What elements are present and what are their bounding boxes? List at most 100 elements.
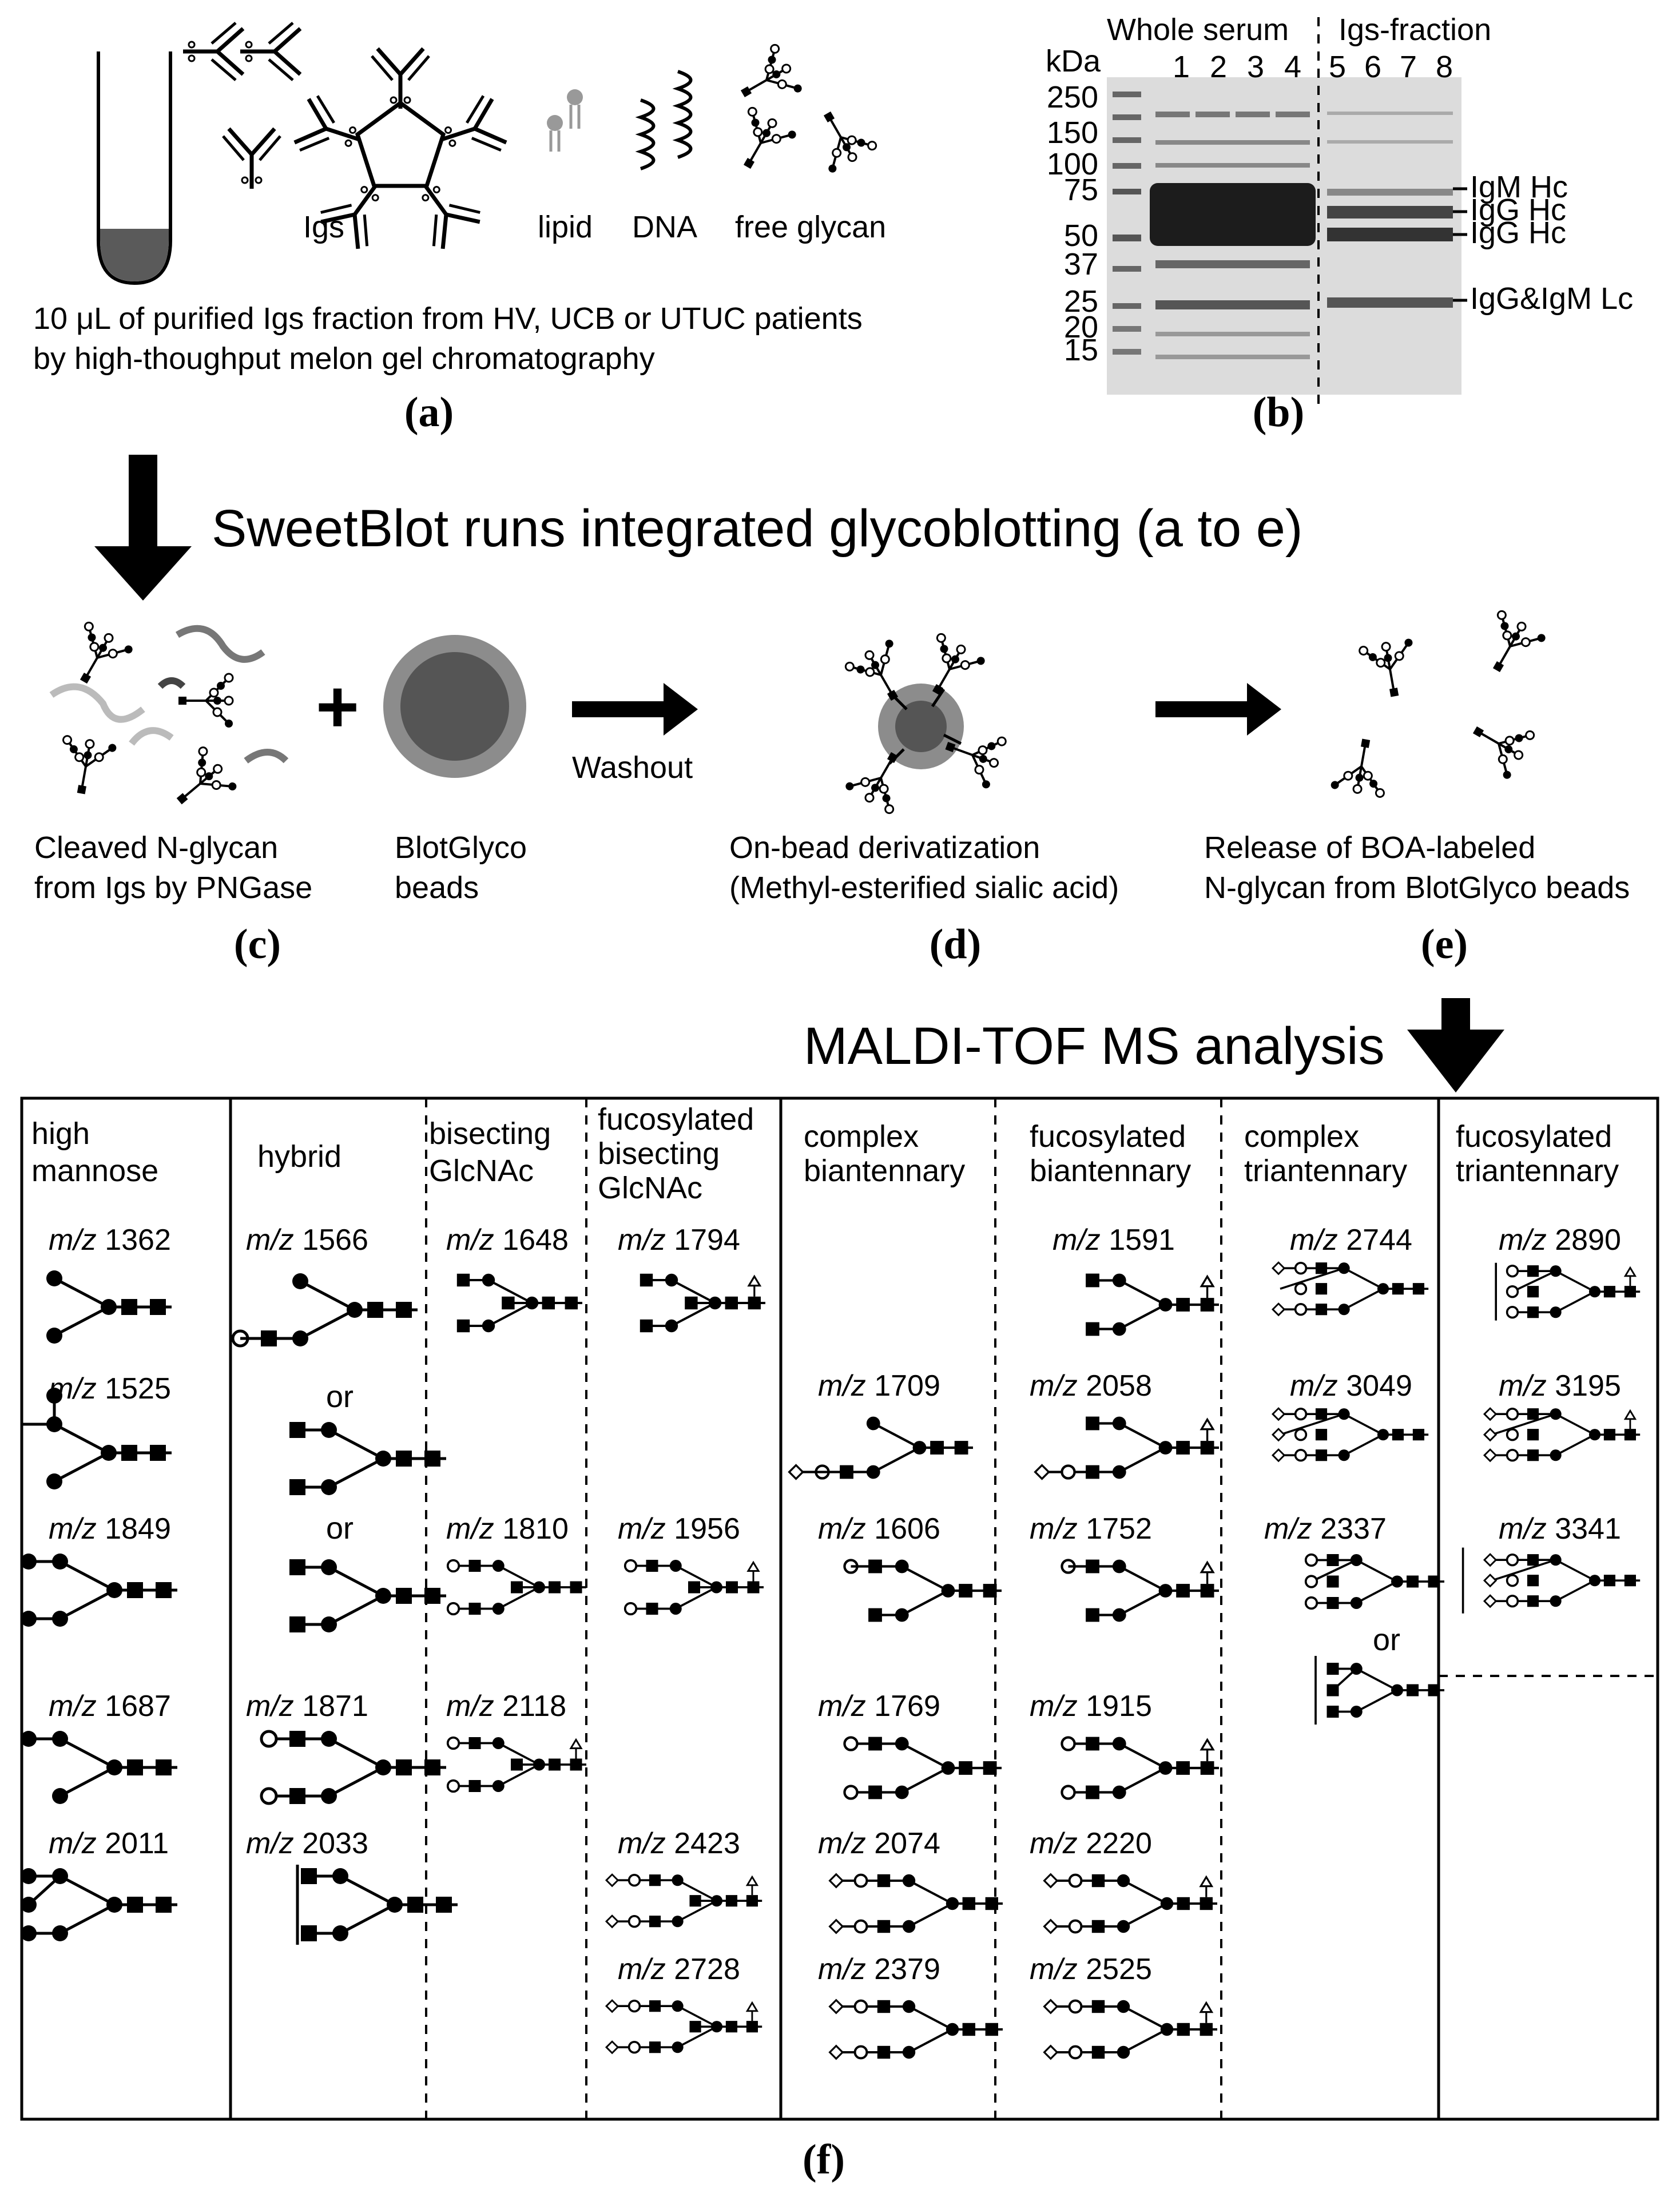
mz-entry: m/z 3341: [1499, 1512, 1621, 1546]
mz-entry: m/z 2074: [818, 1827, 940, 1860]
glycan-structure: [296, 1865, 458, 1945]
glycan-structure: [1044, 1874, 1217, 1933]
panel-c: + Washout Cleaved N-glycan from Igs by P…: [34, 619, 698, 968]
glycan-structure: [1061, 1560, 1219, 1622]
glycan-structure: [606, 2000, 762, 2053]
lane-numbers: 1 2 3 4 5 6 7 8: [1173, 50, 1453, 84]
igs-label: Igs: [303, 210, 344, 244]
mz-entry: m/z 2423: [618, 1827, 740, 1860]
band-igg-hc-1: IgG Hc: [1470, 193, 1566, 227]
marker-labels: 250 150 100 75 50 37 25 20 15: [1047, 80, 1098, 367]
blotglyco-bead-icon: [383, 635, 526, 778]
mz-entry: m/z 2058: [1030, 1369, 1152, 1403]
mz-entry: m/z 2220: [1030, 1827, 1152, 1860]
lane-4: 4: [1284, 50, 1301, 84]
col-fuc-tri-1: fucosylated: [1456, 1119, 1612, 1154]
marker-75: 75: [1064, 173, 1098, 207]
col-bisecting-entries: m/z 1648 m/z 1810 m/z 2118: [446, 1223, 586, 1792]
panel-b-label: (b): [1253, 389, 1304, 436]
panel-e-label: (e): [1421, 921, 1468, 968]
mz-entry: m/z 1525: [49, 1372, 171, 1405]
mz-entry: m/z 1606: [818, 1512, 940, 1546]
washout-label: Washout: [572, 750, 693, 785]
mz-entry: m/z 1648: [446, 1223, 569, 1257]
marker-50: 50: [1064, 218, 1098, 253]
or-label: or: [326, 1380, 354, 1414]
panel-c-caption-left-1: Cleaved N-glycan: [34, 831, 278, 865]
panel-e-caption-1: Release of BOA-labeled: [1204, 831, 1535, 865]
mz-entry: m/z 2033: [246, 1827, 368, 1860]
plus-sign: +: [316, 665, 359, 748]
panel-a-caption-line1: 10 μL of purified Igs fraction from HV, …: [33, 301, 863, 336]
glycan-structure: [231, 1273, 418, 1346]
glycan-structure: [289, 1559, 446, 1632]
panel-e: Release of BOA-labeled N-glycan from Blo…: [1204, 608, 1630, 968]
mz-entry: m/z 1769: [818, 1690, 940, 1723]
mz-entry: m/z 2728: [618, 1953, 740, 1986]
glycan-table-frame: [20, 1096, 1659, 2121]
col-complex-tri-2: triantennary: [1244, 1154, 1407, 1188]
col-fuc-bisecting-1: fucosylated: [598, 1102, 754, 1137]
col-high-mannose-1: high: [31, 1117, 90, 1151]
dna-helix-icon: [635, 70, 693, 170]
band-igg-hc-2: IgG Hc: [1470, 216, 1566, 250]
panel-a: Igs lipid DNA free glycan 10 μL of purif…: [33, 23, 886, 436]
glycan-structure: [788, 1417, 973, 1480]
mz-entry: m/z 2337: [1264, 1512, 1387, 1546]
cleaved-glycan-cluster: [49, 619, 289, 823]
glycan-structure: [1483, 1408, 1640, 1461]
panel-c-caption-right-1: BlotGlyco: [395, 831, 527, 865]
dna-label: DNA: [632, 210, 697, 244]
mz-entry: m/z 1810: [446, 1512, 569, 1546]
glycan-structure: [1461, 1547, 1641, 1614]
glycan-structure: [1495, 1262, 1640, 1321]
mz-entry: m/z 1591: [1053, 1223, 1175, 1257]
mz-entry: m/z 2118: [446, 1690, 566, 1723]
band-igm-hc: IgM Hc: [1470, 170, 1568, 204]
marker-250: 250: [1047, 80, 1098, 114]
panel-f: high mannose hybrid bisecting GlcNAc fuc…: [20, 1096, 1659, 2183]
down-arrow-icon: [1407, 998, 1504, 1092]
or-label: or: [1373, 1623, 1400, 1657]
mz-entry: m/z 1752: [1030, 1512, 1152, 1546]
glycan-structure: [843, 1560, 1002, 1622]
glycan-structure: [1062, 1737, 1219, 1799]
glycan-structure: [21, 1554, 177, 1627]
panel-b: kDa 250 150 100 75 50 37 25 20 15 Whole …: [1046, 13, 1633, 436]
glycan-structure: [457, 1274, 582, 1332]
band-igg-igm-lc: IgG&IgM Lc: [1470, 281, 1633, 316]
down-arrow-icon: [94, 455, 192, 601]
kda-label: kDa: [1046, 44, 1101, 78]
group-whole-serum: Whole serum: [1107, 13, 1289, 47]
test-tube-icon: [97, 51, 172, 285]
maldi-header: MALDI-TOF MS analysis: [804, 998, 1504, 1092]
glycan-structure: [830, 1874, 1003, 1933]
panel-d-caption-1: On-bead derivatization: [729, 831, 1040, 865]
mz-entry: m/z 2379: [818, 1953, 940, 1986]
mz-entry: m/z 1849: [49, 1512, 171, 1546]
col-fuc-tri-2: triantennary: [1456, 1154, 1619, 1188]
sweetblot-title: SweetBlot runs integrated glycoblotting …: [212, 499, 1303, 558]
lipid-label: lipid: [538, 210, 593, 244]
glycan-structure: [1314, 1656, 1444, 1725]
glycan-structure: [21, 1868, 177, 1941]
washout-arrow-icon: [572, 683, 698, 736]
col-fuc-bi-1: fucosylated: [1030, 1119, 1186, 1154]
maldi-title: MALDI-TOF MS analysis: [804, 1017, 1385, 1075]
free-glycan-icon: [722, 42, 879, 182]
panel-c-caption-right-2: beads: [395, 871, 479, 905]
panel-a-label: (a): [404, 389, 454, 436]
sweetblot-header: SweetBlot runs integrated glycoblotting …: [94, 455, 1303, 601]
mz-entry: m/z 3195: [1499, 1369, 1621, 1403]
whole-serum-lanes: [1150, 112, 1316, 359]
mz-entry: m/z 1871: [246, 1690, 368, 1723]
mz-entry: m/z 1687: [49, 1690, 171, 1723]
mz-entry: m/z 3049: [1290, 1369, 1412, 1403]
glycan-structure: [46, 1270, 172, 1344]
release-arrow-icon: [1155, 683, 1281, 736]
panel-d: On-bead derivatization (Methyl-esterifie…: [729, 631, 1281, 968]
marker-ladder: [1113, 92, 1141, 355]
lane-3: 3: [1247, 50, 1264, 84]
igs-fraction-lanes: [1327, 112, 1453, 308]
